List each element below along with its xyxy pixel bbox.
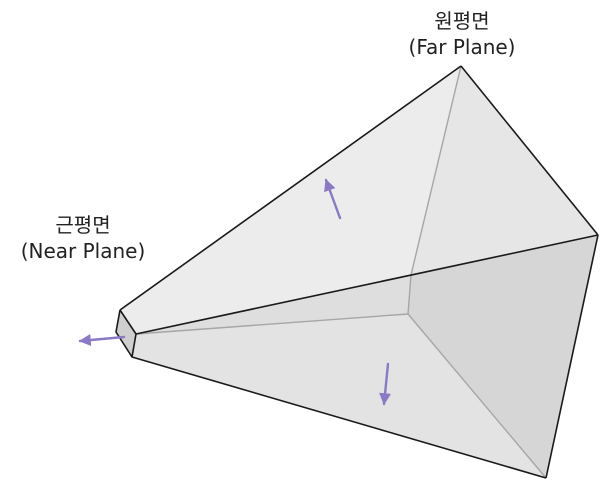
far-plane-label-english: (Far Plane)	[408, 35, 516, 59]
hidden-edge-far-bottom	[407, 313, 547, 479]
edge-middle	[135, 234, 599, 335]
edge-far-right	[545, 234, 599, 479]
top-face-normal-arrow	[324, 178, 342, 220]
near-plane-label-english: (Near Plane)	[20, 239, 146, 263]
near-plane-label-korean: 근평면	[55, 213, 111, 237]
edge-bottom	[131, 356, 547, 479]
frustum-edges	[115, 65, 599, 479]
frustum-faces	[116, 66, 598, 478]
bottom-face-normal-arrow	[379, 362, 392, 406]
near-plane-cap	[116, 310, 136, 357]
far-plane-label: 원평면 (Far Plane)	[392, 8, 532, 60]
near-plane-normal-arrow	[78, 334, 126, 346]
frustum-top-face	[120, 66, 461, 334]
frustum-hidden-edges	[119, 65, 547, 479]
hidden-edge-far-top	[410, 65, 462, 276]
frustum-right-face	[408, 235, 598, 478]
frustum-upper-inner-face	[411, 66, 598, 275]
hidden-edge-far-left	[407, 274, 412, 315]
hidden-edge-inner-bottom	[135, 313, 409, 335]
normal-arrows	[78, 178, 392, 406]
edge-top	[119, 65, 462, 311]
edge-near-plane	[115, 309, 137, 358]
edge-far-right-top	[460, 65, 599, 236]
near-plane-label: 근평면 (Near Plane)	[8, 212, 158, 264]
far-plane-label-korean: 원평면	[434, 9, 490, 33]
